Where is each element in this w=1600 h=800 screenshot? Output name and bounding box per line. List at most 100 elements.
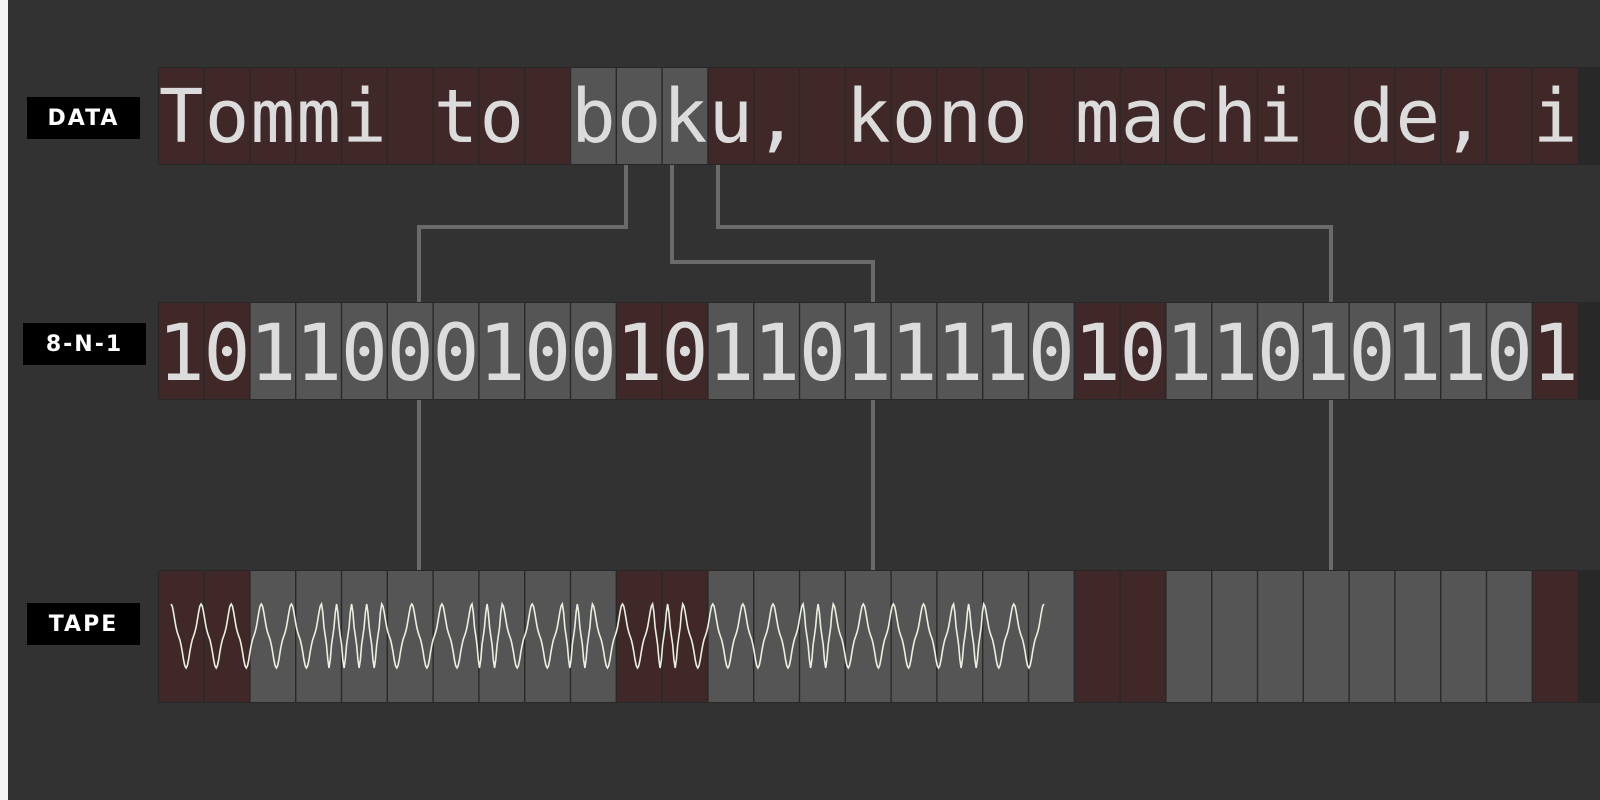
- data-char: d: [1350, 74, 1395, 160]
- bit-value: 0: [570, 309, 617, 399]
- data-char-cell: [433, 68, 479, 164]
- data-char: h: [1212, 74, 1257, 160]
- bit-cell: [1395, 303, 1440, 399]
- tape-bit-cell: [571, 571, 616, 702]
- bit-cell: [983, 303, 1028, 399]
- bit-cell: [1166, 303, 1211, 399]
- bit-cell: [891, 303, 937, 399]
- bit-cell: [846, 303, 891, 399]
- data-char-cell: [1212, 68, 1257, 164]
- data-char-cell: [296, 68, 341, 164]
- bit-value: 1: [936, 309, 983, 399]
- data-char: c: [1167, 74, 1212, 160]
- tape-bit-cell: [525, 571, 570, 702]
- tape-bit-cell: [937, 571, 982, 702]
- data-char-cell: [1487, 68, 1532, 164]
- data-char-cell: [708, 68, 753, 164]
- bit-value: 0: [1257, 309, 1304, 399]
- tape-bit-cell: [754, 571, 799, 702]
- tape-bit-cell: [1212, 571, 1257, 702]
- data-char: b: [571, 74, 616, 160]
- tape-bit-cell: [1487, 571, 1532, 702]
- data-char-cell: [1258, 68, 1303, 164]
- data-char-cell: [342, 68, 387, 164]
- bit-value: 1: [249, 309, 296, 399]
- tape-bit-cell: [1304, 571, 1349, 702]
- tape-bit-cell: [204, 571, 250, 702]
- bit-value: 1: [845, 309, 892, 399]
- bit-cell: [479, 303, 524, 399]
- bit-cell: [1533, 303, 1578, 399]
- bit-cell: [1304, 303, 1349, 399]
- bit-cell: [800, 303, 845, 399]
- data-char: i: [342, 74, 387, 160]
- tape-row-label: TAPE: [27, 603, 140, 645]
- bit-value: 1: [478, 309, 525, 399]
- tape-bit-cell: [1120, 571, 1166, 702]
- bit-cell: [1487, 303, 1532, 399]
- bit-value: 1: [982, 309, 1029, 399]
- data-char: k: [846, 74, 891, 160]
- bit-cell: [433, 303, 479, 399]
- data-char: o: [983, 74, 1028, 160]
- data-char-cell: [1395, 68, 1440, 164]
- bit-cell: [1075, 303, 1120, 399]
- tape-bit-cell: [891, 571, 937, 702]
- data-char-cell: [1120, 68, 1166, 164]
- data-char-cell: [983, 68, 1028, 164]
- bit-cell: [159, 303, 204, 399]
- bit-cell: [754, 303, 799, 399]
- tape-bit-cell: [159, 571, 204, 702]
- tape-bit-cell: [617, 571, 662, 702]
- tape-waveform: [170, 601, 1045, 670]
- data-char-cell: [1349, 68, 1395, 164]
- tape-bit-cell: [1258, 571, 1303, 702]
- tape-bit-cell: [388, 571, 433, 702]
- bit-value: 1: [295, 309, 342, 399]
- bit-value: 1: [1074, 309, 1121, 399]
- tape-bit-cell: [662, 571, 708, 702]
- bit-value: 0: [662, 309, 709, 399]
- connector-line: [670, 165, 875, 570]
- bit-value: 1: [1532, 309, 1579, 399]
- data-char: u: [709, 74, 754, 160]
- bit-value: 1: [1211, 309, 1258, 399]
- data-char-cell: [571, 68, 616, 164]
- bit-value: 1: [1440, 309, 1487, 399]
- serial-row-label: 8-N-1: [23, 323, 146, 365]
- data-char: i: [1533, 74, 1578, 160]
- tape-bit-cell: [846, 571, 891, 702]
- data-char-cell: [617, 68, 662, 164]
- bit-cell: [204, 303, 250, 399]
- data-char: k: [663, 74, 708, 160]
- data-char-cell: [388, 68, 433, 164]
- tape-bit-cell: [250, 571, 295, 702]
- bit-cell: [388, 303, 433, 399]
- bit-cell: [571, 303, 616, 399]
- data-char-cell: [250, 68, 295, 164]
- data-char: n: [938, 74, 983, 160]
- bit-value: 0: [1349, 309, 1396, 399]
- data-char-cell: [891, 68, 937, 164]
- bit-cell: [250, 303, 295, 399]
- bit-cell: [1120, 303, 1166, 399]
- bit-value: 1: [707, 309, 754, 399]
- bit-value: 1: [1303, 309, 1350, 399]
- tape-bit-cell: [296, 571, 341, 702]
- tape-bit-cell: [479, 571, 524, 702]
- data-char: o: [480, 74, 525, 160]
- bit-cell: [662, 303, 708, 399]
- bit-cell: [708, 303, 753, 399]
- bit-value: 0: [433, 309, 480, 399]
- bit-cell: [1349, 303, 1395, 399]
- bit-value: 1: [753, 309, 800, 399]
- bit-value: 1: [1165, 309, 1212, 399]
- data-char-cell: [204, 68, 250, 164]
- data-char-cell: [1166, 68, 1211, 164]
- tape-bit-cell: [1395, 571, 1440, 702]
- data-char: ,: [1441, 74, 1486, 160]
